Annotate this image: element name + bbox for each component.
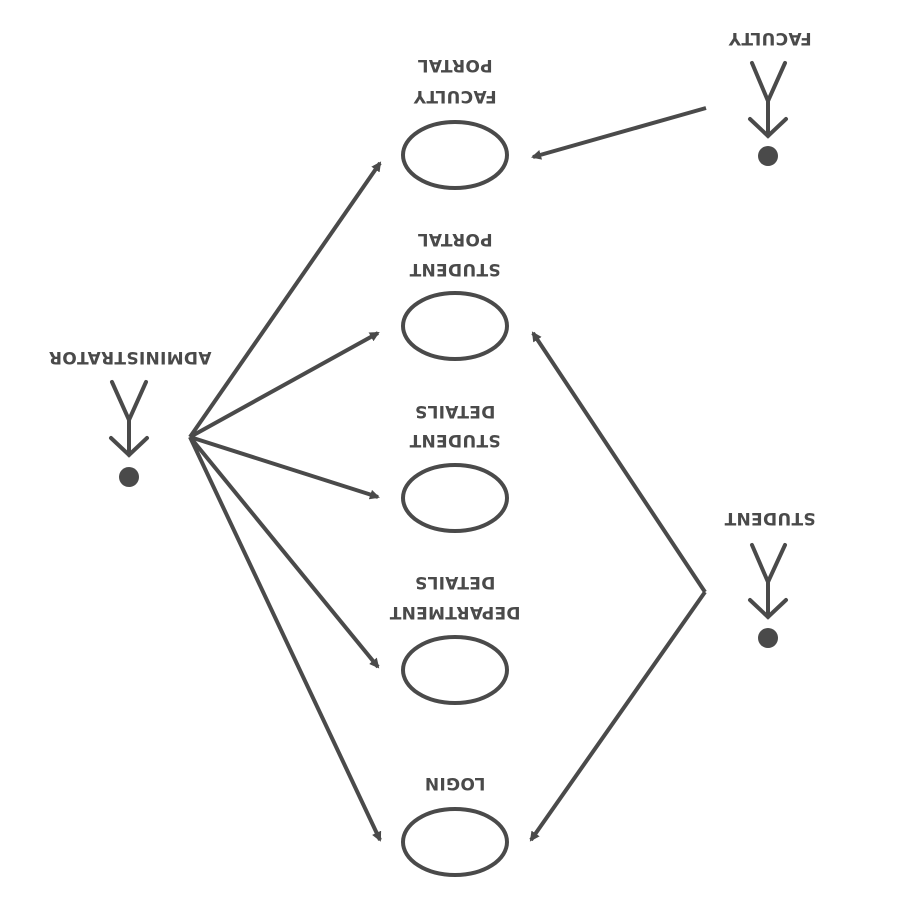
actor-label: STUDENT: [724, 508, 815, 528]
edge-student-login: [529, 590, 707, 842]
use-case-oval: [401, 807, 509, 877]
actor-figure: [748, 543, 788, 620]
use-case-label: LOGIN: [425, 773, 486, 793]
use-case-oval: [401, 463, 509, 533]
actor-figure: [109, 380, 149, 458]
use-case-label-line-2: STUDENT: [409, 259, 500, 279]
use-case-label-line-2: STUDENT: [409, 430, 500, 450]
use-case-label-line-1: DETAILS: [415, 401, 496, 421]
edge-admin-faculty-portal: [188, 161, 382, 439]
use-case-department-details: DETAILS DEPARTMENT: [389, 572, 521, 705]
actor-administrator: ADMINISTRATOR: [49, 347, 212, 487]
use-case-faculty-portal: PORTAL FACULTY: [401, 55, 509, 190]
use-case-label-line-2: FACULTY: [413, 86, 497, 106]
edge-admin-department-details: [188, 435, 380, 669]
use-case-oval: [401, 635, 509, 705]
actor-label: ADMINISTRATOR: [49, 347, 212, 367]
actor-figure: [748, 61, 788, 139]
use-case-label-line-1: DETAILS: [415, 572, 496, 592]
use-case-student-portal: PORTAL STUDENT: [401, 229, 509, 361]
use-case-oval: [401, 291, 509, 361]
associations: [188, 106, 707, 842]
use-case-student-details: DETAILS STUDENT: [401, 401, 509, 533]
edge-faculty-faculty-portal: [531, 106, 707, 160]
actor-head: [758, 146, 778, 166]
use-case-label-line-2: DEPARTMENT: [389, 602, 520, 622]
use-case-label-line-1: PORTAL: [417, 229, 492, 249]
edge-admin-student-details: [189, 435, 380, 500]
use-case-oval: [401, 120, 509, 190]
edge-student-student-portal: [531, 331, 707, 594]
use-case-login: LOGIN: [401, 773, 509, 877]
edge-admin-student-portal: [189, 331, 380, 439]
actor-head: [119, 467, 139, 487]
actor-label: FACULTY: [728, 28, 812, 48]
actor-student: STUDENT: [724, 508, 816, 648]
edge-admin-login: [188, 436, 382, 842]
use-case-label-line-1: PORTAL: [417, 55, 492, 75]
actor-faculty: FACULTY: [728, 28, 812, 166]
actor-head: [758, 628, 778, 648]
